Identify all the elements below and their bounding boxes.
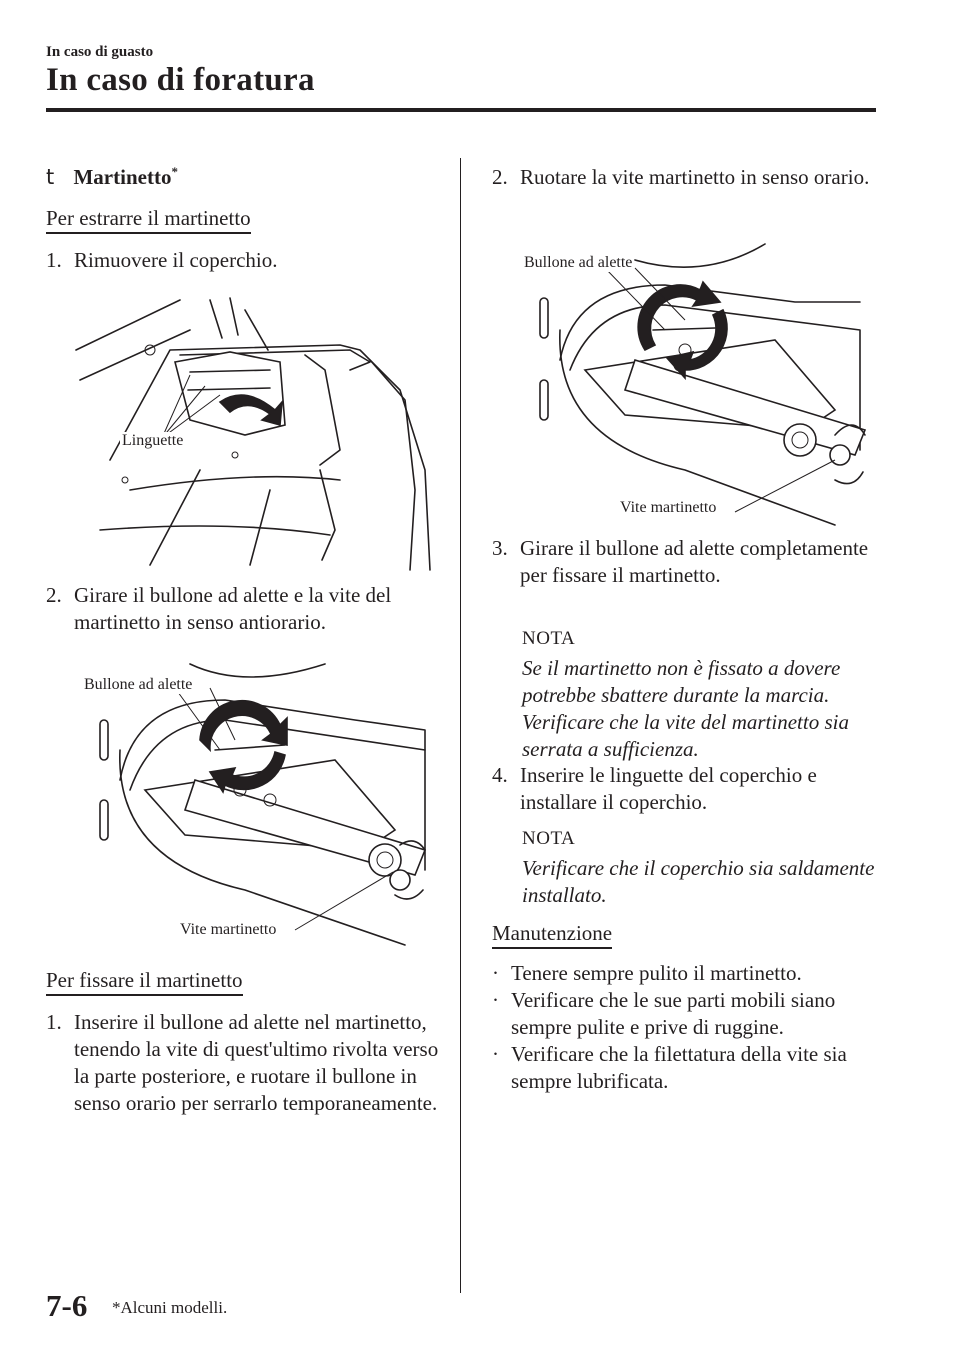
note-2-label: NOTA xyxy=(522,828,576,849)
step-number: 1. xyxy=(46,1010,62,1034)
fig1-label-tabs: Linguette xyxy=(120,432,186,450)
step-text: Inserire il bullone ad alette nel martin… xyxy=(74,1010,439,1115)
bullet-text: Verificare che la filettatura della vite… xyxy=(511,1042,847,1093)
step-text: Inserire le linguette del coperchio e in… xyxy=(520,763,817,814)
secure-step-4: 4. Inserire le linguette del coperchio e… xyxy=(492,762,877,816)
fig2-label-jack-screw: Vite martinetto xyxy=(178,921,279,939)
secure-step-3: 3. Girare il bullone ad alette completam… xyxy=(492,535,877,589)
bullet-text: Verificare che le sue parti mobili siano… xyxy=(511,988,836,1039)
bullet-icon: · xyxy=(492,961,499,985)
step-number: 4. xyxy=(492,763,508,787)
step-text: Rimuovere il coperchio. xyxy=(74,248,278,272)
list-item: · Tenere sempre pulito il martinetto. xyxy=(492,960,877,987)
step-number: 2. xyxy=(492,165,508,189)
figure-trunk-cover xyxy=(75,297,431,571)
maintenance-heading: Manutenzione xyxy=(492,920,613,949)
remove-jack-heading: Per estrarre il martinetto xyxy=(46,205,251,234)
note-1-text: Se il martinetto non è fissato a dovere … xyxy=(522,656,849,761)
maintenance-heading-text: Manutenzione xyxy=(492,920,613,949)
remove-step-1: 1. Rimuovere il coperchio. xyxy=(46,247,446,274)
note-1-label: NOTA xyxy=(522,628,576,649)
page-title: In caso di foratura xyxy=(46,62,315,98)
remove-jack-heading-text: Per estrarre il martinetto xyxy=(46,205,251,234)
list-item: · Verificare che le sue parti mobili sia… xyxy=(492,987,877,1041)
footnote: *Alcuni modelli. xyxy=(112,1298,228,1317)
page-number: 7-6 xyxy=(46,1288,88,1323)
bullet-icon: · xyxy=(492,988,499,1012)
fig3-label-jack-screw: Vite martinetto xyxy=(618,499,719,517)
figure-jack-tighten xyxy=(539,243,867,526)
step-number: 2. xyxy=(46,583,62,607)
step-text: Ruotare la vite martinetto in senso orar… xyxy=(520,165,870,189)
list-item: · Verificare che la filettatura della vi… xyxy=(492,1041,877,1095)
secure-jack-heading: Per fissare il martinetto xyxy=(46,967,243,996)
figure-jack-loosen xyxy=(99,663,427,946)
step-text: Girare il bullone ad alette e la vite de… xyxy=(74,583,392,634)
remove-step-2: 2. Girare il bullone ad alette e la vite… xyxy=(46,582,446,636)
fig2-label-wing-bolt: Bullone ad alette xyxy=(82,676,195,694)
section-label: In caso di guasto xyxy=(46,44,154,60)
step-number: 1. xyxy=(46,248,62,272)
title-rule xyxy=(46,108,876,112)
column-divider xyxy=(460,158,461,1293)
topic-marker-icon: t xyxy=(46,165,55,189)
fig3-label-wing-bolt: Bullone ad alette xyxy=(522,254,635,272)
secure-step-2: 2. Ruotare la vite martinetto in senso o… xyxy=(492,164,872,191)
topic-heading: t Martinetto* xyxy=(46,164,178,190)
secure-step-1: 1. Inserire il bullone ad alette nel mar… xyxy=(46,1009,451,1117)
bullet-text: Tenere sempre pulito il martinetto. xyxy=(511,961,802,985)
bullet-icon: · xyxy=(492,1042,499,1066)
step-text: Girare il bullone ad alette completament… xyxy=(520,536,869,587)
secure-jack-heading-text: Per fissare il martinetto xyxy=(46,967,243,996)
step-number: 3. xyxy=(492,536,508,560)
topic-title: Martinetto xyxy=(73,165,172,189)
topic-asterisk: * xyxy=(171,164,178,179)
note-2-text: Verificare che il coperchio sia saldamen… xyxy=(522,856,875,907)
